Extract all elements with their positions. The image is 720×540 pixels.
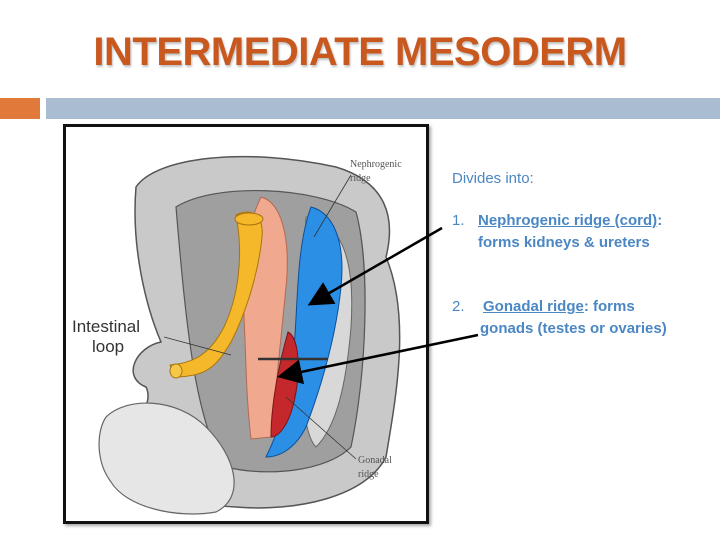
item1-term: Nephrogenic ridge (cord) (478, 212, 658, 229)
gonadal-label-line2: ridge (358, 469, 379, 480)
lower-body-fold (98, 402, 235, 515)
item2-term: Gonadal ridge (483, 298, 584, 315)
intestinal-label-line2: loop (92, 337, 125, 356)
item1-description: forms kidneys & ureters (478, 234, 650, 251)
nephrogenic-leader-line (313, 174, 352, 238)
divides-into-text: Divides into: (452, 170, 534, 187)
item2-rest: : forms (583, 298, 635, 315)
gonadal-label-line1: Gonadal (358, 455, 392, 466)
gonadal-leader-line (285, 396, 357, 460)
item1-colon: : (657, 212, 663, 229)
nephrogenic-label-line2: ridge (350, 173, 371, 184)
nephrogenic-label-line1: Nephrogenic (350, 159, 402, 170)
intestinal-leader-line (163, 336, 232, 356)
yellow-gut-tube (169, 211, 263, 378)
title-accent-blue-bar (46, 98, 720, 119)
item1-heading: Nephrogenic ridge (cord): (478, 212, 662, 229)
item2-heading: Gonadal ridge: forms (483, 298, 635, 315)
slide-title: INTERMEDIATE MESODERM (93, 30, 627, 74)
item2-number: 2. (452, 298, 465, 315)
item2-description: gonads (testes or ovaries) (480, 320, 667, 337)
intestinal-label-line1: Intestinal (72, 317, 141, 336)
gut-tube-end (169, 363, 183, 379)
item1-number: 1. (452, 212, 465, 229)
embryo-diagram-frame: Nephrogenic ridge Intestinal loop Gonada… (63, 124, 429, 524)
gut-tube-opening (234, 212, 264, 226)
title-accent-orange-bar (0, 98, 40, 119)
